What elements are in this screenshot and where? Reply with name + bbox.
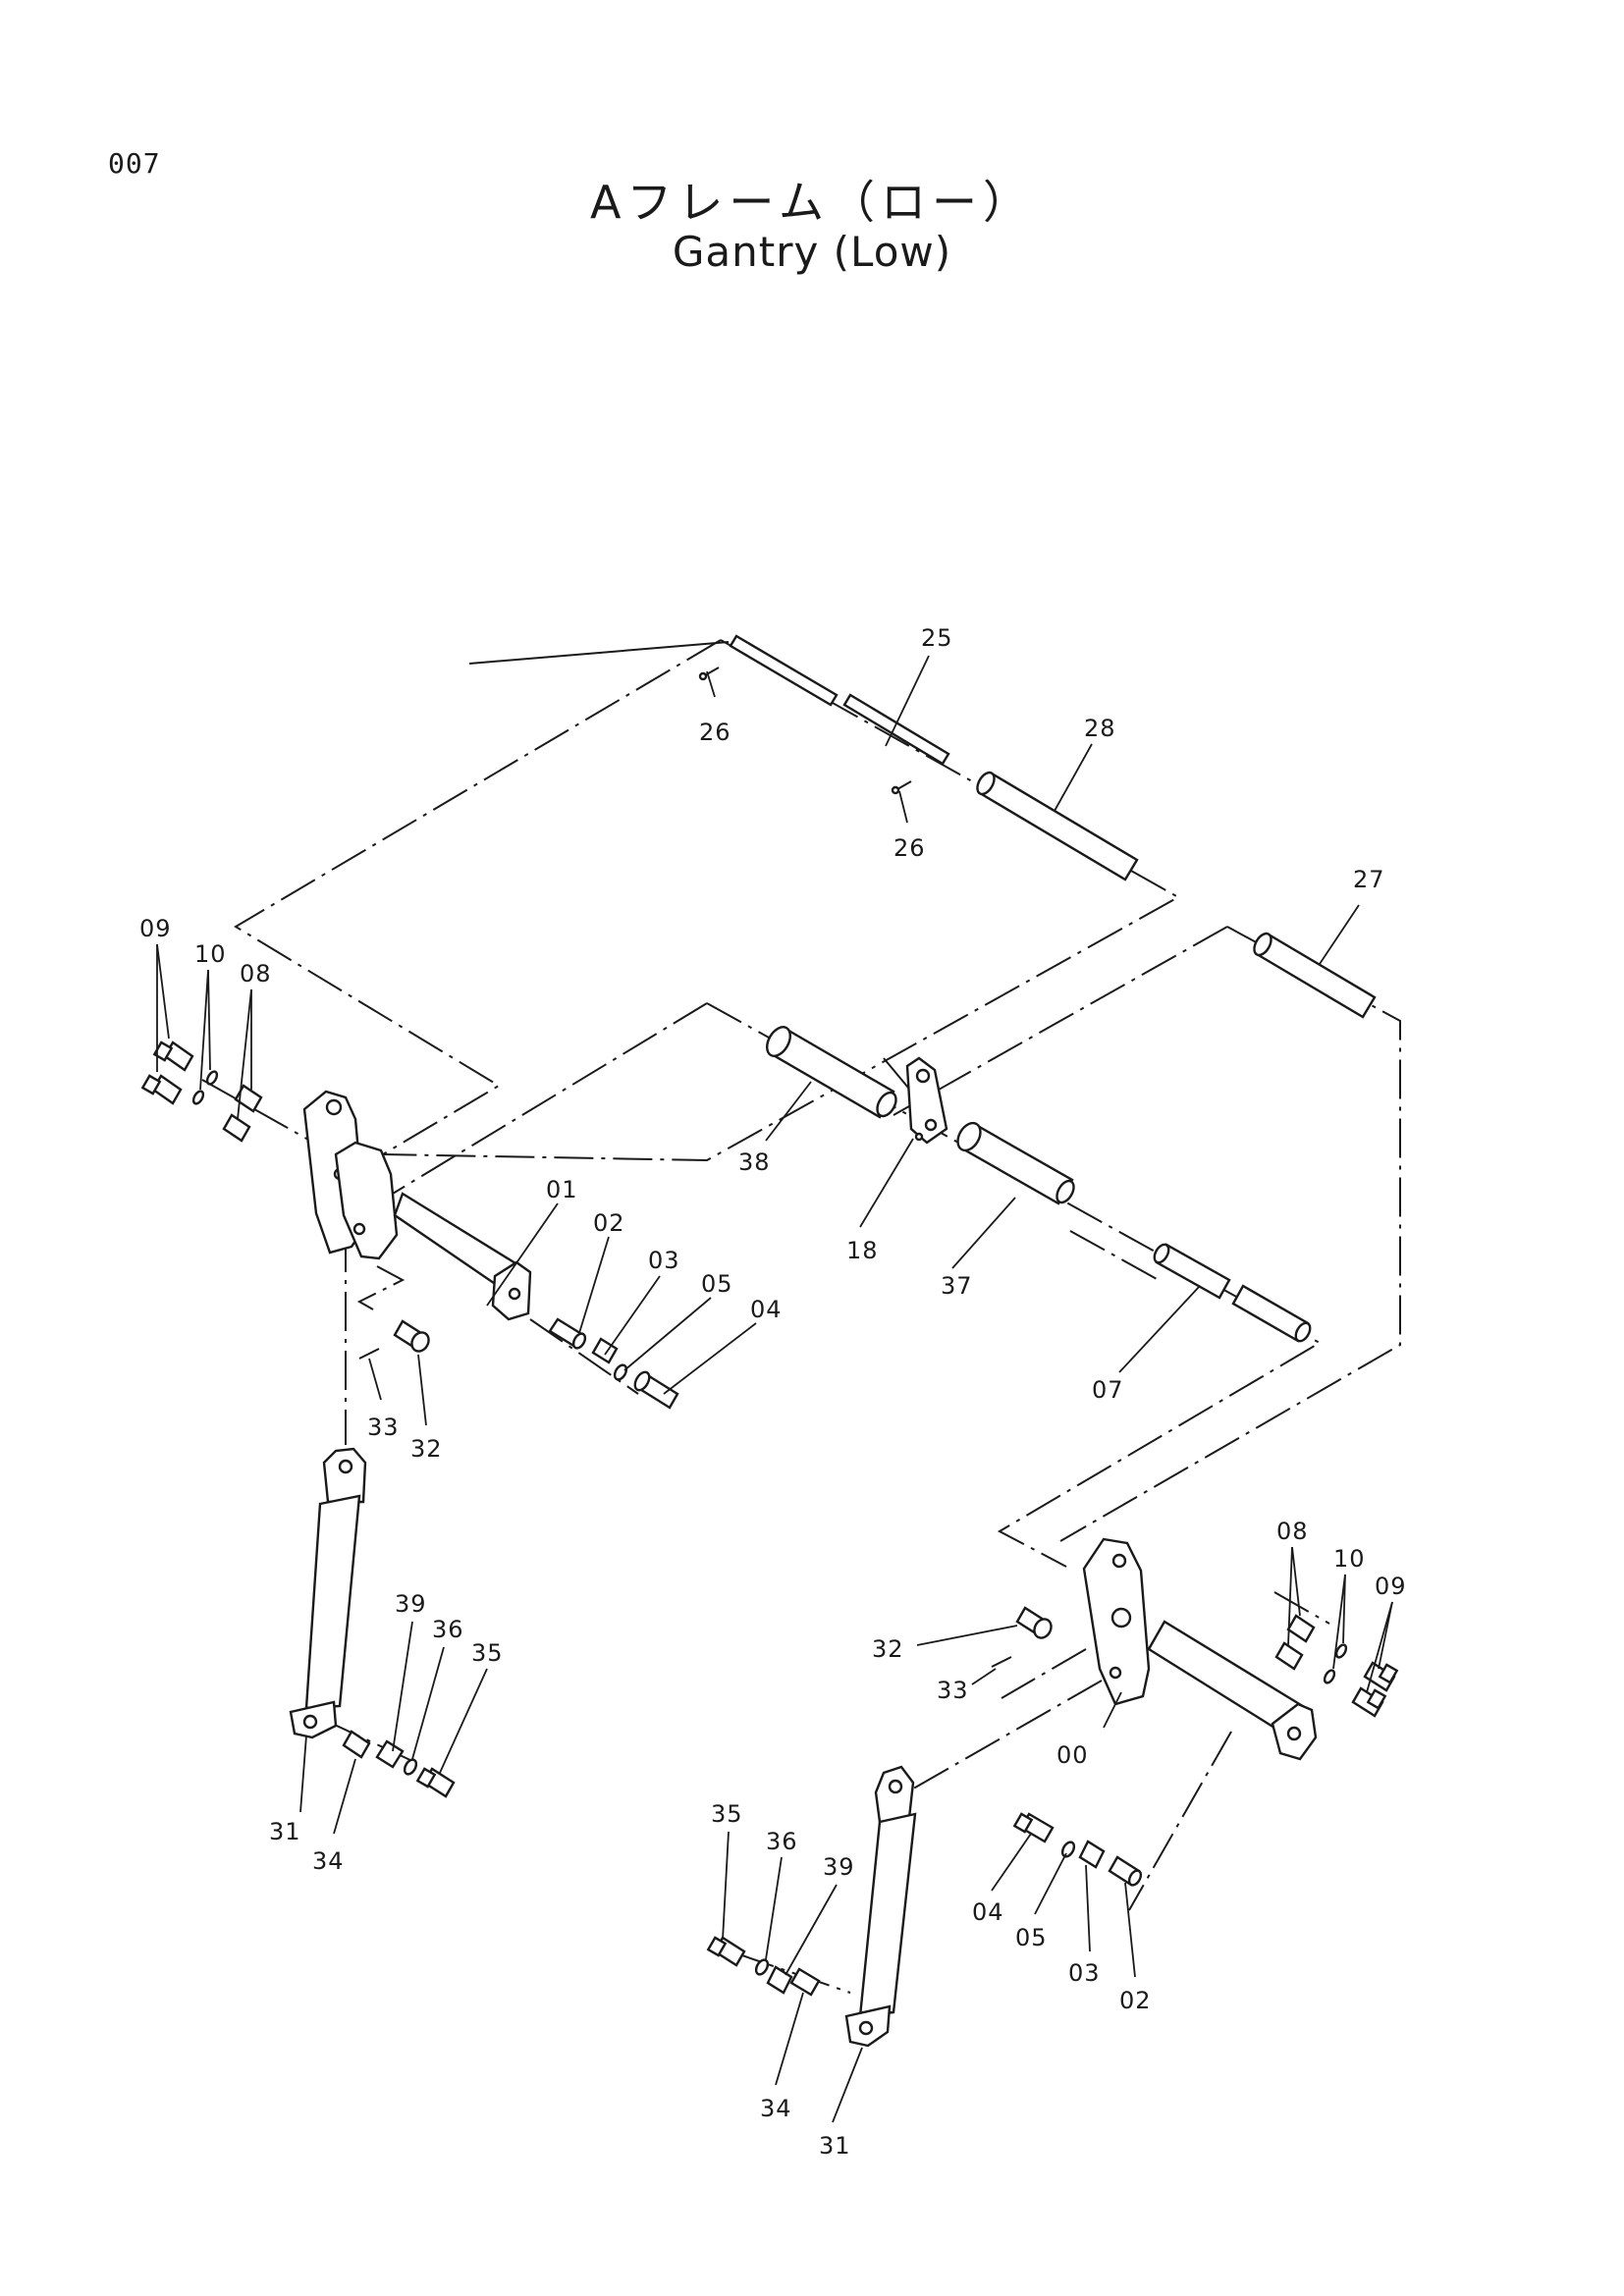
pin-34-left xyxy=(342,1730,371,1759)
callout-33: 33 xyxy=(937,1677,969,1704)
cotter-33-left xyxy=(358,1348,380,1360)
callout-28: 28 xyxy=(1084,715,1116,742)
pin-02-right xyxy=(1108,1855,1143,1887)
callout-01: 01 xyxy=(546,1176,578,1203)
callout-07: 07 xyxy=(1092,1376,1124,1404)
pin-28 xyxy=(976,771,1139,881)
pin-02-left xyxy=(548,1317,587,1350)
bolts-09-left xyxy=(140,1041,194,1105)
pin-32-left xyxy=(393,1319,430,1353)
bracket-18 xyxy=(905,1056,948,1145)
plate-03-left xyxy=(591,1337,619,1364)
callout-38: 38 xyxy=(738,1148,771,1176)
callout-08: 08 xyxy=(1276,1518,1309,1545)
cotter-pin-26 xyxy=(698,667,912,795)
pin-27 xyxy=(1253,932,1377,1019)
assembly-lines xyxy=(201,639,1401,1994)
callout-02: 02 xyxy=(593,1209,625,1237)
plate-03-right xyxy=(1078,1840,1106,1869)
callout-35: 35 xyxy=(711,1800,743,1828)
plates-08-right xyxy=(1274,1614,1316,1671)
callout-31: 31 xyxy=(819,2132,851,2160)
callout-27: 27 xyxy=(1353,866,1385,893)
callout-32: 32 xyxy=(872,1635,904,1663)
plate-39-left xyxy=(375,1739,405,1769)
callout-04: 04 xyxy=(750,1296,783,1323)
washer-36-left xyxy=(403,1758,418,1776)
callout-34: 34 xyxy=(760,2095,792,2122)
plates-08-left xyxy=(222,1084,263,1143)
callout-31: 31 xyxy=(269,1818,301,1845)
callout-04: 04 xyxy=(972,1898,1004,1926)
callout-39: 39 xyxy=(395,1590,427,1618)
washer-05-left xyxy=(613,1363,628,1381)
bolt-35-left xyxy=(415,1767,456,1798)
callout-37: 37 xyxy=(941,1272,973,1300)
frame-00 xyxy=(1082,1537,1318,1761)
pin-34-right xyxy=(789,1967,821,1997)
bolt-04-left xyxy=(633,1370,679,1410)
washer-05-right xyxy=(1060,1841,1076,1858)
callout-26: 26 xyxy=(893,834,926,862)
callout-25: 25 xyxy=(921,624,953,652)
frame-01 xyxy=(302,1090,532,1321)
callout-18: 18 xyxy=(846,1237,879,1264)
pin-32-right xyxy=(1015,1606,1053,1639)
bolt-35-right xyxy=(706,1936,746,1967)
bolts-09-right xyxy=(1351,1661,1399,1718)
spacer-38 xyxy=(766,1026,897,1119)
callout-05: 05 xyxy=(701,1270,733,1298)
strut-31-left xyxy=(289,1447,367,1739)
callout-32: 32 xyxy=(410,1435,443,1463)
title-japanese: Aフレーム（ロー） xyxy=(589,176,1035,229)
callout-02: 02 xyxy=(1119,1987,1152,2014)
cotter-33-right xyxy=(991,1656,1012,1668)
callout-35: 35 xyxy=(471,1639,504,1667)
pin-25 xyxy=(468,634,950,766)
callout-36: 36 xyxy=(432,1616,464,1643)
callout-10: 10 xyxy=(194,940,227,968)
callout-36: 36 xyxy=(766,1828,798,1855)
callout-05: 05 xyxy=(1015,1924,1048,1951)
callout-26: 26 xyxy=(699,719,731,746)
callout-33: 33 xyxy=(367,1414,400,1441)
leader-lines xyxy=(156,655,1393,2123)
strut-31-right xyxy=(844,1765,917,2048)
washers-10-left xyxy=(191,1070,219,1105)
callout-00: 00 xyxy=(1056,1741,1089,1769)
page-number: 007 xyxy=(108,147,161,180)
callout-09: 09 xyxy=(1375,1573,1407,1600)
bolt-04-right xyxy=(1012,1812,1055,1843)
callout-10: 10 xyxy=(1333,1545,1366,1573)
callout-34: 34 xyxy=(312,1847,345,1875)
title-english: Gantry (Low) xyxy=(672,228,952,276)
washer-36-right xyxy=(754,1958,770,1976)
callout-03: 03 xyxy=(1068,1959,1101,1987)
callout-09: 09 xyxy=(139,915,172,942)
washers-10-right xyxy=(1323,1643,1348,1684)
spacer-37 xyxy=(956,1121,1075,1205)
callouts: 25 26 26 28 27 09 10 08 38 18 37 01 02 0… xyxy=(139,624,1407,2160)
callout-39: 39 xyxy=(823,1853,855,1881)
callout-03: 03 xyxy=(648,1247,680,1274)
callout-08: 08 xyxy=(240,960,272,988)
pin-07 xyxy=(1153,1243,1312,1343)
